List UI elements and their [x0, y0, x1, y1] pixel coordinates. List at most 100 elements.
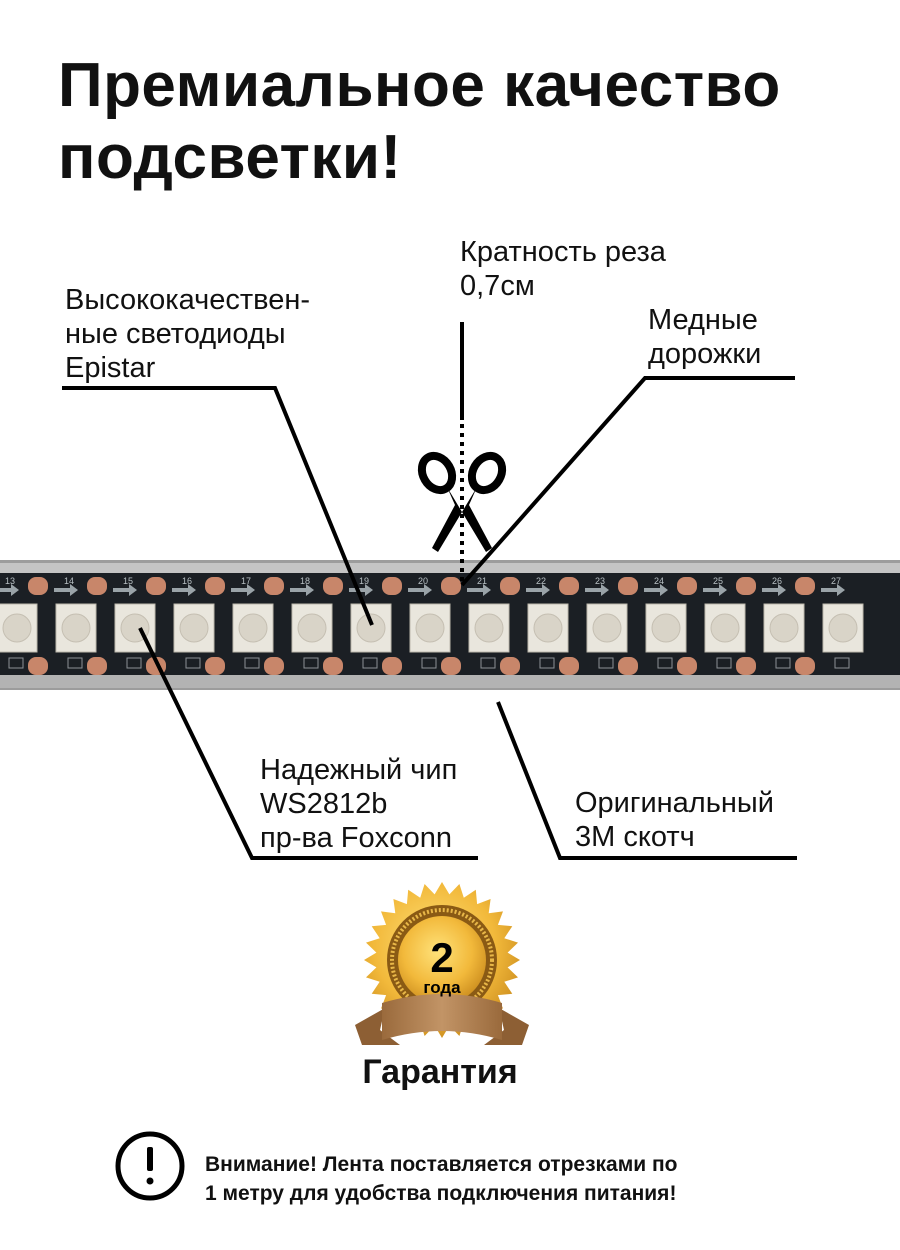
- copper-pad: [736, 577, 756, 595]
- copper-pad: [323, 657, 343, 675]
- ribbon: [382, 994, 502, 1040]
- capacitor: [598, 657, 614, 669]
- segment-number: 25: [713, 576, 723, 586]
- copper-pad: [87, 657, 107, 675]
- arrow-icon: [408, 584, 432, 596]
- segment-number: 15: [123, 576, 133, 586]
- notice-text: Внимание! Лента поставляется отрезками п…: [205, 1150, 678, 1208]
- title-line: подсветки!: [58, 123, 402, 192]
- copper-pad: [736, 657, 756, 675]
- copper-pad: [28, 657, 48, 675]
- notice-line: 1 метру для удобства подключения питания…: [205, 1182, 677, 1205]
- copper-pad: [441, 657, 461, 675]
- segment-number: 13: [5, 576, 15, 586]
- copper-pad: [795, 657, 815, 675]
- capacitor: [480, 657, 496, 669]
- label-line: WS2812b: [260, 788, 388, 820]
- copper-pad: [382, 657, 402, 675]
- label-line: Медные: [648, 304, 758, 336]
- segment-number: 26: [772, 576, 782, 586]
- copper-pad: [28, 577, 48, 595]
- segment-number: 17: [241, 576, 251, 586]
- label-line: 3M скотч: [575, 821, 695, 853]
- arrow-icon: [113, 584, 137, 596]
- led-lens: [769, 613, 799, 643]
- capacitor: [775, 657, 791, 669]
- arrow-icon: [821, 584, 845, 596]
- label-cut: Кратность реза 0,7см: [460, 235, 666, 303]
- copper-pad: [146, 577, 166, 595]
- label-line: ные светодиоды: [65, 318, 286, 350]
- capacitor: [834, 657, 850, 669]
- capacitor: [716, 657, 732, 669]
- copper-pad: [382, 577, 402, 595]
- copper-pad: [618, 657, 638, 675]
- led-lens: [179, 613, 209, 643]
- label-line: пр-ва Foxconn: [260, 822, 452, 854]
- scissors-icon: [417, 451, 507, 552]
- led-lens: [651, 613, 681, 643]
- copper-pad: [500, 657, 520, 675]
- segment-number: 23: [595, 576, 605, 586]
- capacitor: [303, 657, 319, 669]
- arrow-icon: [349, 584, 373, 596]
- copper-pad: [500, 577, 520, 595]
- copper-pad: [677, 577, 697, 595]
- capacitor: [421, 657, 437, 669]
- arrow-icon: [762, 584, 786, 596]
- capacitor: [539, 657, 555, 669]
- led-lens: [828, 613, 858, 643]
- arrow-icon: [467, 584, 491, 596]
- label-line: Оригинальный: [575, 787, 774, 819]
- notice-line: Внимание! Лента поставляется отрезками п…: [205, 1153, 678, 1176]
- capacitor: [657, 657, 673, 669]
- arrow-icon: [290, 584, 314, 596]
- segment-number: 20: [418, 576, 428, 586]
- led-lens: [61, 613, 91, 643]
- copper-pad: [559, 657, 579, 675]
- segment-number: 18: [300, 576, 310, 586]
- label-line: Надежный чип: [260, 754, 458, 786]
- copper-pad: [618, 577, 638, 595]
- callout-line-copper: [460, 376, 795, 587]
- segment-number: 16: [182, 576, 192, 586]
- warranty-caption: Гарантия: [362, 1053, 518, 1091]
- arrow-icon: [172, 584, 196, 596]
- segment-number: 24: [654, 576, 664, 586]
- arrow-icon: [703, 584, 727, 596]
- led-lens: [238, 613, 268, 643]
- page-title: Премиальное качество подсветки!: [58, 50, 781, 194]
- warranty-years: 2: [430, 934, 453, 981]
- callout-line-tape: [496, 701, 797, 860]
- arrow-icon: [585, 584, 609, 596]
- label-line: дорожки: [648, 338, 762, 370]
- title-line: Премиальное качество: [58, 51, 781, 120]
- capacitor: [244, 657, 260, 669]
- label-leds: Высококачествен- ные светодиоды Epistar: [65, 283, 310, 385]
- label-copper: Медные дорожки: [648, 303, 761, 371]
- segment-number: 19: [359, 576, 369, 586]
- led-lens: [356, 613, 386, 643]
- copper-pad: [205, 577, 225, 595]
- copper-pad: [205, 657, 225, 675]
- led-lens: [474, 613, 504, 643]
- copper-pad: [264, 577, 284, 595]
- capacitor: [362, 657, 378, 669]
- segment-number: 14: [64, 576, 74, 586]
- led-lens: [710, 613, 740, 643]
- segment-number: 21: [477, 576, 487, 586]
- arrow-icon: [644, 584, 668, 596]
- copper-pad: [323, 577, 343, 595]
- warranty-unit: года: [423, 978, 461, 997]
- led-lens: [592, 613, 622, 643]
- copper-pad: [559, 577, 579, 595]
- callout-line-chip: [138, 627, 478, 860]
- label-line: Epistar: [65, 352, 156, 384]
- led-lens: [533, 613, 563, 643]
- callout-line-leds: [62, 386, 374, 626]
- copper-pad: [264, 657, 284, 675]
- label-line: Кратность реза: [460, 236, 666, 268]
